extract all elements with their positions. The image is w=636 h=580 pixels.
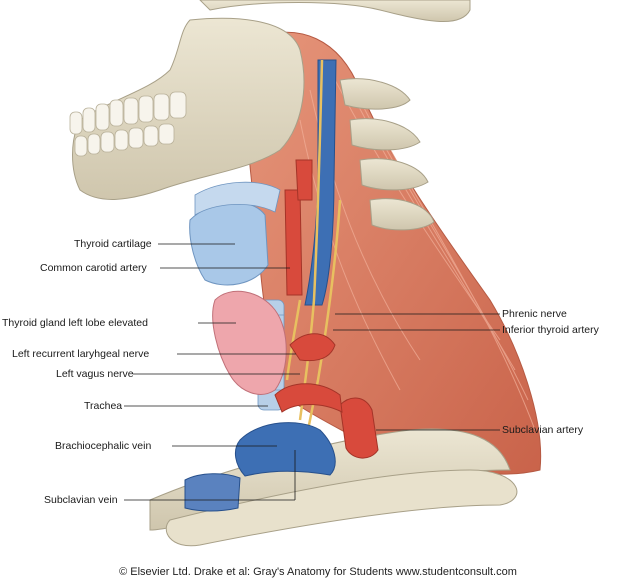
leader-lines	[124, 243, 500, 501]
subclavian-vein	[184, 473, 241, 512]
label-brachiocephalic-vein: Brachiocephalic vein	[55, 440, 152, 452]
label-subclavian-vein: Subclavian vein	[44, 494, 118, 506]
label-phrenic-nerve: Phrenic nerve	[502, 308, 567, 320]
label-recurrent-laryngeal-nerve: Left recurrent laryhgeal nerve	[12, 348, 150, 360]
label-thyroid-cartilage: Thyroid cartilage	[74, 238, 152, 250]
label-inferior-thyroid-artery: Inferior thyroid artery	[502, 324, 599, 336]
clavicle	[165, 469, 518, 547]
label-subclavian-artery: Subclavian artery	[502, 424, 584, 436]
carotid-branch	[295, 159, 313, 201]
brachiocephalic-vein	[234, 422, 336, 477]
skull	[199, 0, 471, 22]
mandible	[72, 17, 305, 200]
label-thyroid-gland: Thyroid gland left lobe elevated	[2, 317, 148, 329]
subclavian-artery	[339, 397, 379, 459]
common-carotid-artery	[284, 189, 303, 296]
aortic-arch-branch	[274, 383, 343, 413]
label-trachea: Trachea	[84, 400, 123, 412]
teeth	[69, 91, 187, 157]
hyoid-membrane	[194, 181, 281, 216]
inferior-thyroid-artery	[289, 333, 336, 362]
label-left-vagus-nerve: Left vagus nerve	[56, 368, 134, 380]
copyright-caption: © Elsevier Ltd. Drake et al: Gray's Anat…	[119, 566, 517, 578]
cervical-vertebrae	[339, 78, 435, 231]
label-common-carotid-artery: Common carotid artery	[40, 262, 147, 274]
